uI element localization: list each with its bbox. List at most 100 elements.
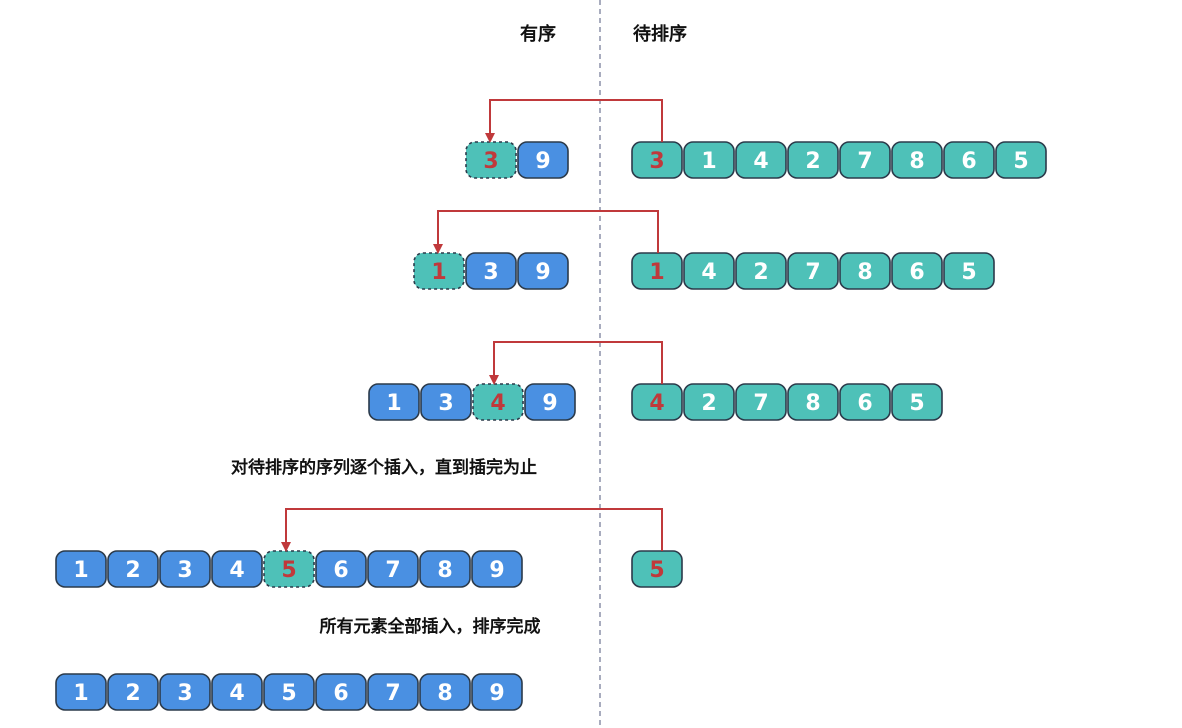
unsorted-cell-label: 3	[649, 149, 664, 174]
unsorted-cell: 2	[683, 383, 735, 421]
unsorted-cell-box	[631, 383, 683, 421]
unsorted-cell: 7	[839, 141, 891, 179]
sorted-cell-label: 3	[483, 260, 498, 285]
sorted-cell-label: 7	[385, 681, 400, 706]
unsorted-cell-label: 2	[753, 260, 768, 285]
unsorted-cell-box	[891, 252, 943, 290]
sorted-cell-box	[107, 550, 159, 588]
unsorted-cell-label: 7	[753, 391, 768, 416]
unsorted-cell-label: 7	[857, 149, 872, 174]
unsorted-cell-box	[631, 550, 683, 588]
sorted-cell: 2	[107, 550, 159, 588]
sorted-cell: 3	[465, 252, 517, 290]
sorted-cell-box	[367, 550, 419, 588]
sorted-cell-label: 9	[542, 391, 557, 416]
inserted-cell: 5	[263, 550, 315, 588]
sorted-cell-box	[315, 550, 367, 588]
unsorted-cell-label: 5	[649, 558, 664, 583]
unsorted-cell-label: 6	[961, 149, 976, 174]
sorted-cell-box	[211, 550, 263, 588]
sorted-cell-box	[315, 673, 367, 711]
sorted-cell-label: 4	[229, 558, 244, 583]
inserted-cell-box	[413, 252, 465, 290]
sorted-cell: 9	[517, 141, 569, 179]
sorted-cell: 6	[315, 673, 367, 711]
unsorted-cell-label: 5	[1013, 149, 1028, 174]
unsorted-cell-box	[683, 141, 735, 179]
sorted-header: 有序	[520, 23, 556, 45]
step-caption: 对待排序的序列逐个插入，直到插完为止	[231, 457, 537, 478]
unsorted-cell: 7	[787, 252, 839, 290]
sorted-cell-box	[524, 383, 576, 421]
inserted-cell-box	[263, 550, 315, 588]
sorted-cell-label: 1	[386, 391, 401, 416]
unsorted-cell: 3	[631, 141, 683, 179]
unsorted-cell-box	[839, 383, 891, 421]
sorted-cell: 5	[263, 673, 315, 711]
sorted-cell: 6	[315, 550, 367, 588]
sorted-cell-box	[367, 673, 419, 711]
unsorted-cell-box	[839, 141, 891, 179]
sorted-cell-box	[420, 383, 472, 421]
unsorted-cell-label: 5	[909, 391, 924, 416]
inserted-cell-label: 4	[490, 391, 505, 416]
sorted-cell-box	[107, 673, 159, 711]
sorted-cell-box	[159, 673, 211, 711]
unsorted-header: 待排序	[633, 23, 687, 45]
sorted-cell: 9	[524, 383, 576, 421]
inserted-cell-label: 3	[483, 149, 498, 174]
unsorted-cell-label: 2	[701, 391, 716, 416]
unsorted-cell: 8	[891, 141, 943, 179]
sorted-cell: 3	[159, 673, 211, 711]
step-caption: 所有元素全部插入，排序完成	[320, 616, 541, 637]
unsorted-cell-box	[995, 141, 1047, 179]
unsorted-cell-label: 6	[857, 391, 872, 416]
unsorted-cell: 6	[839, 383, 891, 421]
sorted-cell-label: 1	[73, 681, 88, 706]
unsorted-cell-label: 8	[909, 149, 924, 174]
sorted-cell-box	[465, 252, 517, 290]
inserted-cell-box	[465, 141, 517, 179]
unsorted-cell-label: 2	[805, 149, 820, 174]
sorted-cell-box	[263, 673, 315, 711]
sorted-cell: 8	[419, 550, 471, 588]
sorted-cell-box	[159, 550, 211, 588]
unsorted-cell-box	[943, 141, 995, 179]
unsorted-cell-label: 8	[805, 391, 820, 416]
inserted-cell-box	[472, 383, 524, 421]
unsorted-cell: 2	[787, 141, 839, 179]
unsorted-cell-box	[787, 252, 839, 290]
sorted-cell-label: 8	[437, 681, 452, 706]
unsorted-cell: 4	[631, 383, 683, 421]
unsorted-cell: 5	[995, 141, 1047, 179]
unsorted-cell: 5	[631, 550, 683, 588]
sorted-cell-label: 8	[437, 558, 452, 583]
sorted-cell: 7	[367, 673, 419, 711]
sorted-cell: 1	[368, 383, 420, 421]
unsorted-cell: 5	[943, 252, 995, 290]
sorted-cell-label: 6	[333, 681, 348, 706]
sorted-cell: 1	[55, 550, 107, 588]
sorted-cell-box	[517, 252, 569, 290]
unsorted-cell-box	[891, 383, 943, 421]
sorted-cell: 7	[367, 550, 419, 588]
sorted-cell: 9	[471, 550, 523, 588]
sorted-cell-label: 6	[333, 558, 348, 583]
sorted-cell-box	[368, 383, 420, 421]
sorted-cell-label: 2	[125, 558, 140, 583]
unsorted-cell-label: 4	[649, 391, 664, 416]
sorted-cell-box	[471, 550, 523, 588]
unsorted-cell: 6	[943, 141, 995, 179]
unsorted-cell-label: 7	[805, 260, 820, 285]
sorted-cell: 3	[159, 550, 211, 588]
sorted-cell-label: 3	[177, 681, 192, 706]
sorted-cell-box	[55, 673, 107, 711]
sorted-cell-box	[517, 141, 569, 179]
unsorted-cell-label: 1	[701, 149, 716, 174]
sorted-cell-label: 2	[125, 681, 140, 706]
sorted-cell-label: 3	[177, 558, 192, 583]
inserted-cell: 4	[472, 383, 524, 421]
